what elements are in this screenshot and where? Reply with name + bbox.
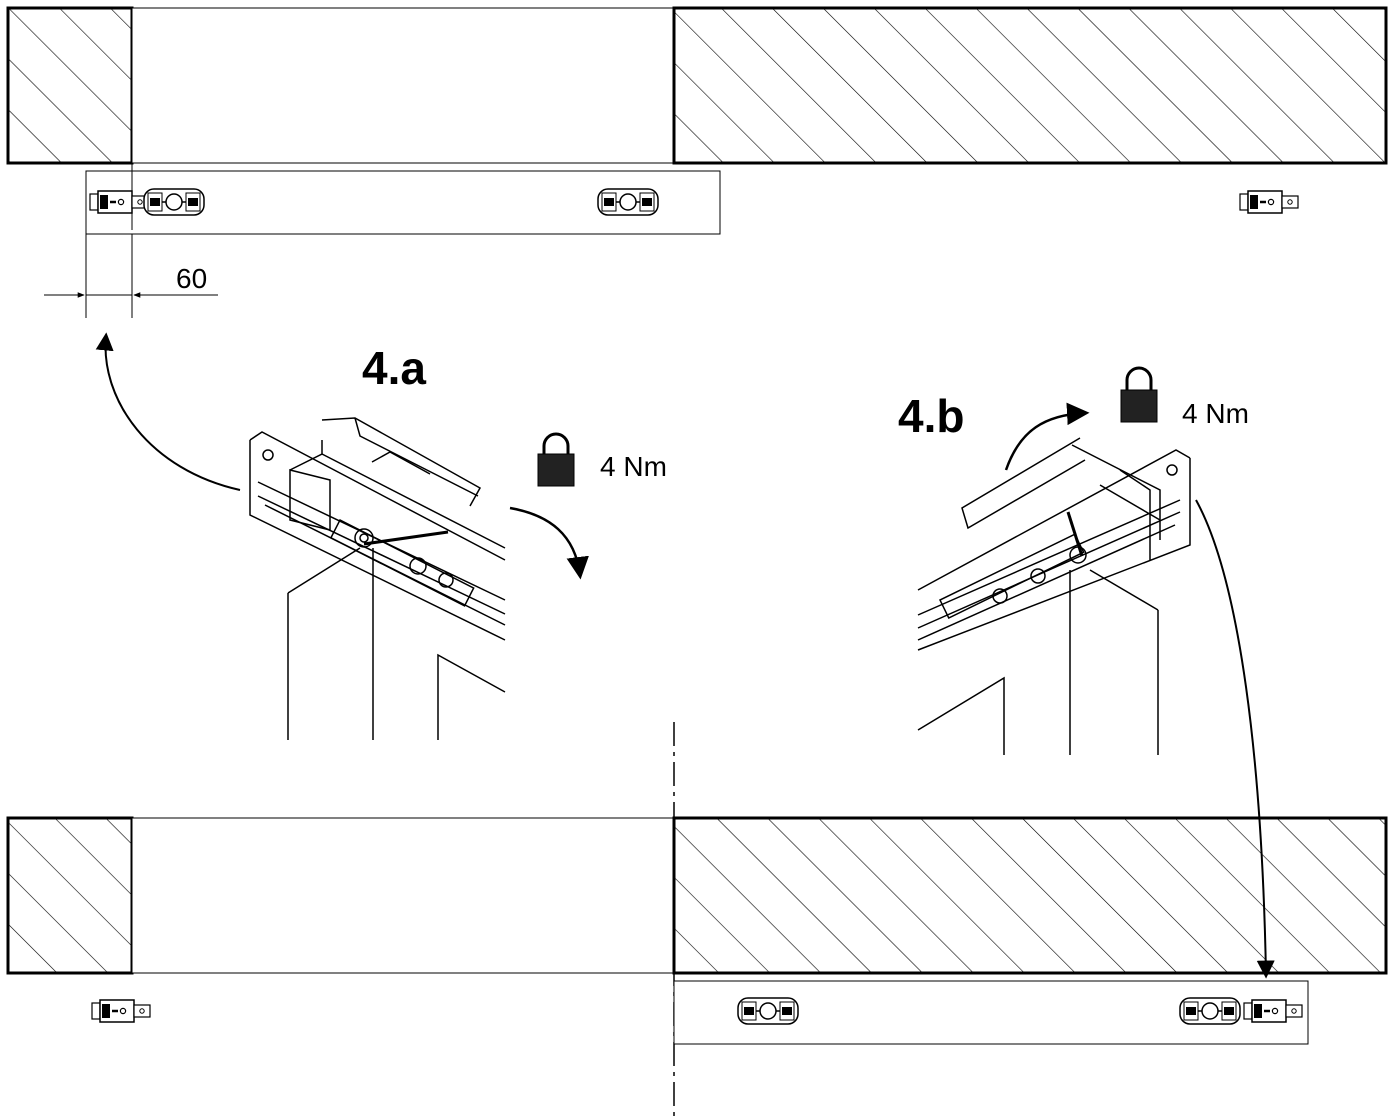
bottom-wall-section [6, 816, 1388, 975]
end-stopper-icon [90, 998, 152, 1024]
arrow-icon [95, 332, 241, 491]
track-detail-a [249, 417, 506, 740]
top-left-wall [6, 6, 134, 165]
bottom-right-wall [672, 816, 1388, 975]
roller-carriage-icon [143, 188, 205, 216]
bottom-door-opening [131, 817, 675, 974]
top-door-opening [131, 7, 675, 164]
bottom-door-leaf [673, 980, 1309, 1045]
top-door-leaf [85, 163, 721, 235]
roller-carriage-icon [597, 188, 659, 216]
track-detail-b [917, 437, 1191, 755]
roller-carriage-icon [737, 997, 799, 1025]
rotate-arrow-icon [1004, 402, 1090, 471]
lock-icon [537, 432, 575, 487]
step-b-label: 4.b [898, 390, 964, 442]
roller-carriage-icon [1179, 997, 1241, 1025]
rotate-arrow-icon [509, 506, 589, 580]
step-a-label: 4.a [362, 342, 426, 394]
top-wall-section [6, 6, 1388, 165]
torque-label-a: 4 Nm [600, 451, 667, 482]
dimension-60: 60 [44, 234, 218, 318]
lock-icon [1120, 366, 1158, 423]
torque-label-b: 4 Nm [1182, 398, 1249, 429]
top-right-wall [672, 6, 1388, 165]
dimension-label: 60 [176, 263, 207, 294]
end-stopper-icon [1238, 189, 1300, 215]
bottom-left-wall [6, 816, 134, 975]
